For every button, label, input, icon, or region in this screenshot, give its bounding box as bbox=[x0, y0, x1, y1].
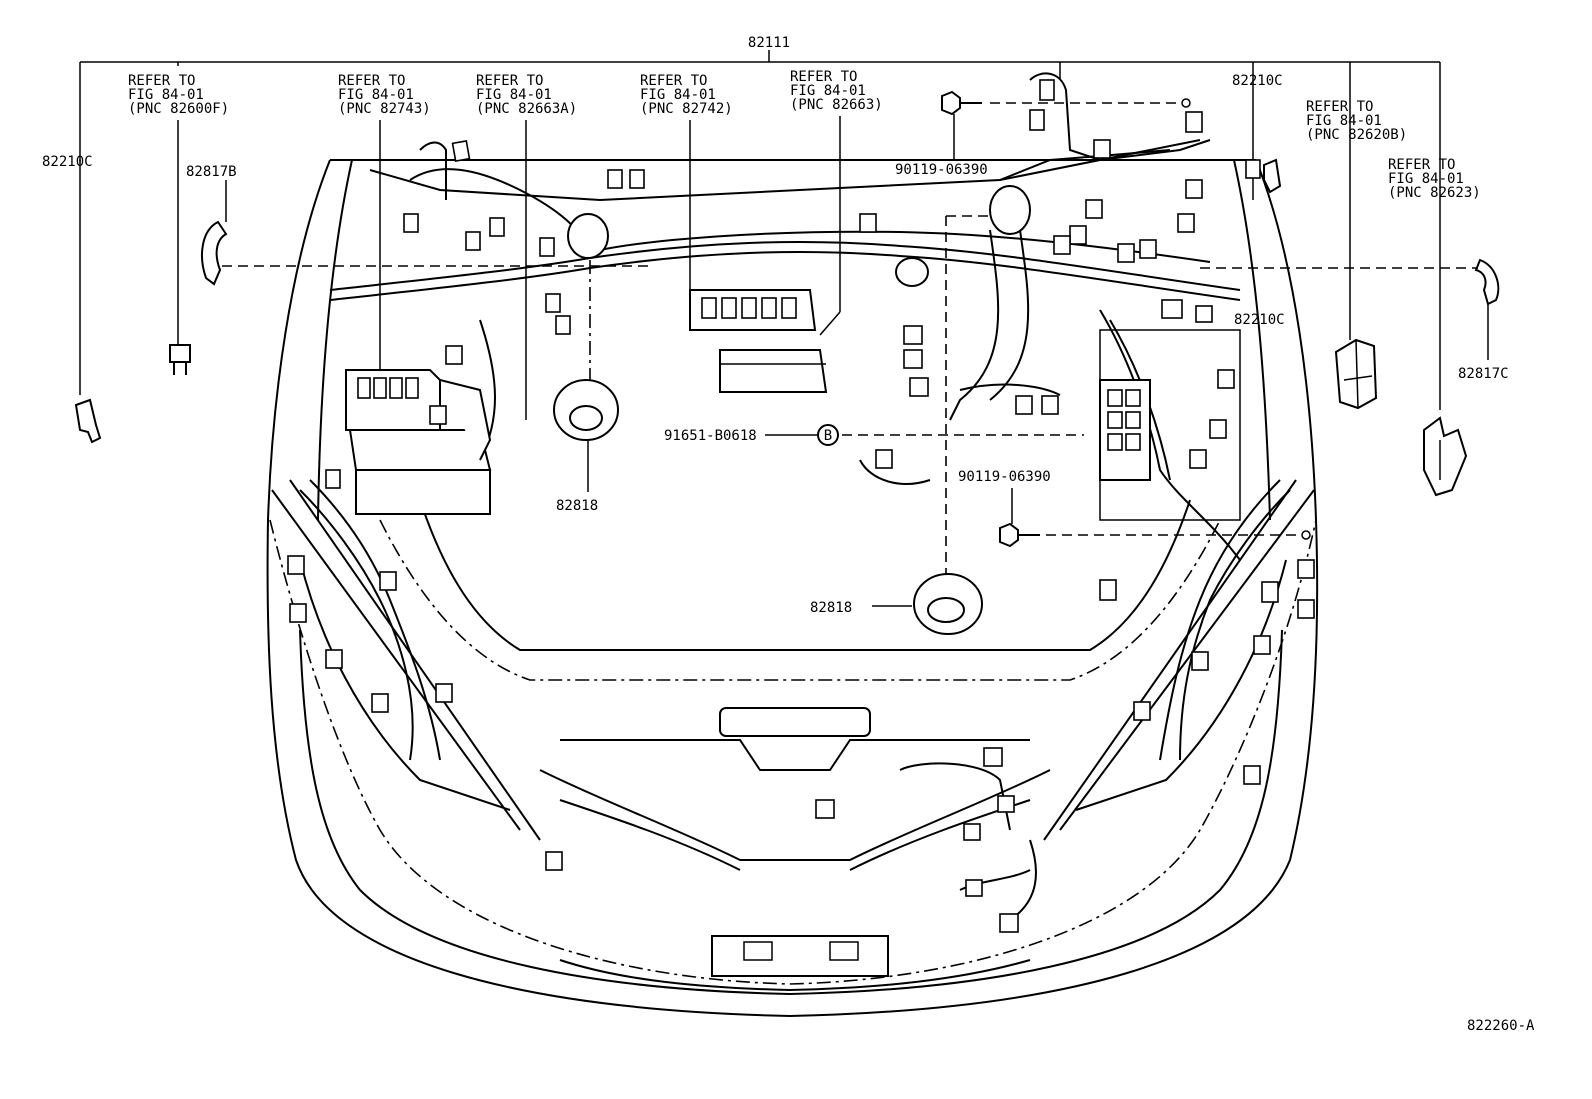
refer-note-line: REFER TO bbox=[1306, 99, 1373, 115]
refer-note-82743: REFER TO FIG 84-01 (PNC 82743) bbox=[338, 73, 431, 380]
bolt-mid bbox=[999, 488, 1040, 548]
refer-note-line: FIG 84-01 bbox=[338, 87, 414, 103]
label-82818-a: 82818 bbox=[556, 498, 598, 514]
bracket-82623 bbox=[1423, 416, 1468, 497]
refer-note-82663A: REFER TO FIG 84-01 (PNC 82663A) bbox=[476, 73, 577, 420]
diagram-id: 822260-A bbox=[1467, 1018, 1535, 1034]
grommet-82818-b bbox=[872, 215, 992, 635]
callout-b-letter: B bbox=[824, 428, 832, 444]
harness-grommet bbox=[567, 213, 609, 259]
refer-note-line: FIG 84-01 bbox=[128, 87, 204, 103]
harness-grommet bbox=[895, 257, 929, 287]
harness-grommet bbox=[989, 185, 1031, 235]
clamp-82817C bbox=[1474, 258, 1500, 360]
refer-note-line: REFER TO bbox=[128, 73, 195, 89]
main-part-number: 82111 bbox=[748, 35, 790, 51]
relay-82600F bbox=[169, 344, 191, 375]
relay-box-left bbox=[345, 369, 492, 515]
refer-note-82620B: REFER TO FIG 84-01 (PNC 82620B) bbox=[1306, 99, 1407, 143]
refer-note-82742: REFER TO FIG 84-01 (PNC 82742) bbox=[640, 73, 733, 295]
refer-note-line: FIG 84-01 bbox=[640, 87, 716, 103]
refer-note-82663: REFER TO FIG 84-01 (PNC 82663) bbox=[790, 69, 883, 336]
connector-82210C-right bbox=[1263, 158, 1282, 194]
fuse-block-center bbox=[689, 289, 828, 393]
refer-note-line: (PNC 82743) bbox=[338, 101, 431, 117]
bolt-hole bbox=[1301, 530, 1311, 540]
label-bolt-top: 90119-06390 bbox=[895, 162, 988, 178]
bolt-top bbox=[941, 90, 982, 160]
refer-note-line: FIG 84-01 bbox=[790, 83, 866, 99]
label-82210C-right-top: 82210C bbox=[1232, 73, 1283, 89]
refer-note-line: (PNC 82742) bbox=[640, 101, 733, 117]
connector-82210C-left bbox=[74, 398, 102, 444]
wire-harness bbox=[299, 72, 1291, 921]
refer-note-line: (PNC 82663A) bbox=[476, 101, 577, 117]
vehicle-body bbox=[266, 159, 1319, 1018]
refer-note-82623: REFER TO FIG 84-01 (PNC 82623) bbox=[1388, 157, 1481, 201]
refer-note-line: REFER TO bbox=[338, 73, 405, 89]
clamp-82817B bbox=[201, 180, 228, 286]
refer-note-line: REFER TO bbox=[790, 69, 857, 85]
label-bolt-mid: 90119-06390 bbox=[958, 469, 1051, 485]
refer-note-line: (PNC 82600F) bbox=[128, 101, 229, 117]
bolt-hole bbox=[1181, 98, 1191, 108]
relay-box-right bbox=[1099, 329, 1241, 521]
label-82818-b: 82818 bbox=[810, 600, 852, 616]
refer-note-line: (PNC 82623) bbox=[1388, 185, 1481, 201]
refer-note-line: REFER TO bbox=[476, 73, 543, 89]
label-82210C-left: 82210C bbox=[42, 154, 93, 170]
callout-circle-b bbox=[817, 424, 839, 446]
refer-note-line: (PNC 82620B) bbox=[1306, 127, 1407, 143]
refer-note-line: FIG 84-01 bbox=[1306, 113, 1382, 129]
label-nut-b: 91651-B0618 bbox=[664, 428, 757, 444]
label-82817B: 82817B bbox=[186, 164, 237, 180]
refer-note-82600F: REFER TO FIG 84-01 (PNC 82600F) bbox=[128, 73, 229, 345]
refer-note-line: REFER TO bbox=[640, 73, 707, 89]
label-82817C: 82817C bbox=[1458, 366, 1509, 382]
refer-note-line: FIG 84-01 bbox=[1388, 171, 1464, 187]
refer-note-line: FIG 84-01 bbox=[476, 87, 552, 103]
main-part-bracket bbox=[79, 50, 1441, 410]
grommet-82818-a bbox=[553, 260, 619, 492]
refer-note-line: (PNC 82663) bbox=[790, 97, 883, 113]
label-82210C-right-mid: 82210C bbox=[1234, 312, 1285, 328]
refer-note-line: REFER TO bbox=[1388, 157, 1455, 173]
connectors bbox=[287, 79, 1315, 933]
connector-82620B bbox=[1334, 338, 1378, 410]
